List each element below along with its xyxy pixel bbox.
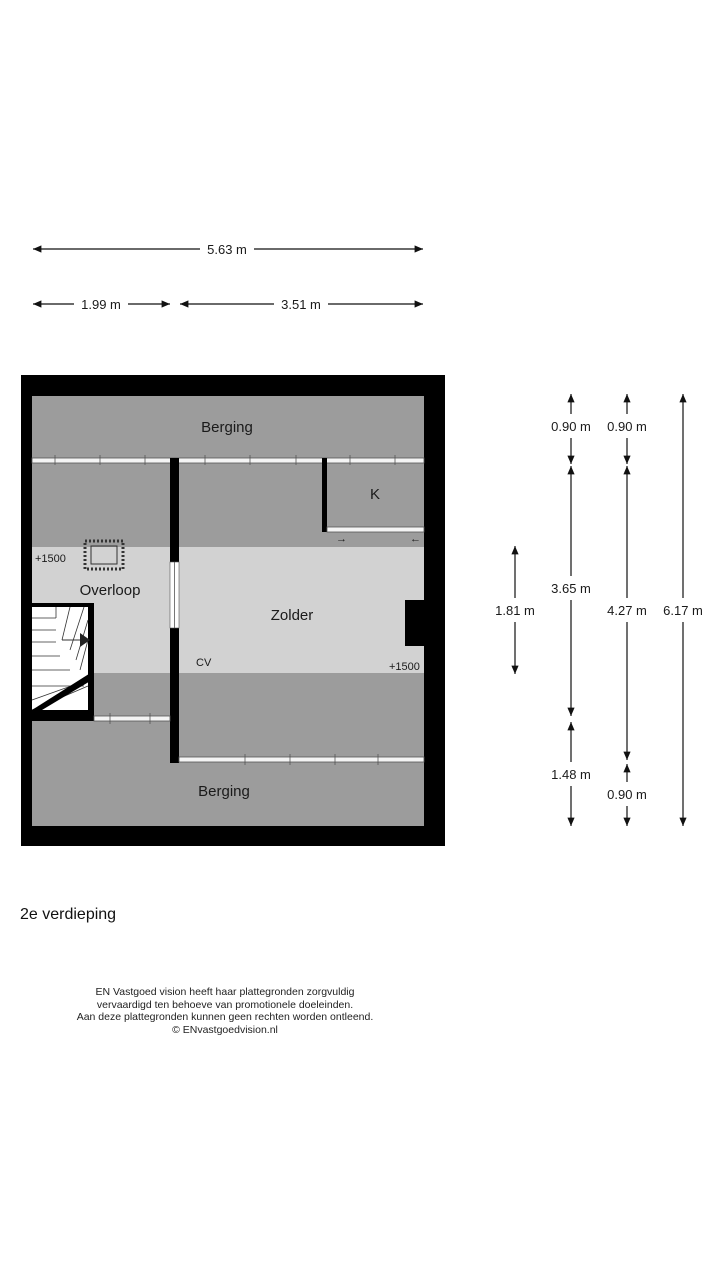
disclaimer: EN Vastgoed vision heeft haar plattegron…	[20, 986, 430, 1036]
floor-title: 2e verdieping	[20, 906, 117, 923]
dimension-column-1: 0.90 m 3.65 m 1.48 m	[551, 394, 591, 826]
full-height-area	[32, 547, 424, 673]
closet-door	[326, 526, 425, 533]
room-label-overloop: Overloop	[80, 582, 141, 599]
dimension-label: 4.27 m	[607, 603, 647, 618]
room-label-berging-bottom: Berging	[198, 783, 250, 800]
level-left: +1500	[35, 553, 66, 565]
kneewall-top	[31, 457, 425, 464]
plan-drawing: → ←	[21, 375, 445, 846]
dimension-label: 1.48 m	[551, 767, 591, 782]
room-label-zolder: Zolder	[271, 607, 314, 624]
dimension-width-right: 3.51 m	[180, 297, 423, 312]
room-label-berging-top: Berging	[201, 419, 253, 436]
stairs-arrow	[80, 633, 90, 647]
shaft	[405, 600, 427, 646]
dimension-total-width: 5.63 m	[33, 242, 423, 257]
closet-wall	[322, 458, 327, 532]
label-cv: CV	[196, 657, 212, 669]
dimension-column-3: 6.17 m	[663, 394, 703, 826]
dimension-width-left: 1.99 m	[33, 297, 170, 312]
dimension-label: 3.51 m	[281, 297, 321, 312]
dimension-label: 0.90 m	[607, 787, 647, 802]
dimension-label: 0.90 m	[607, 419, 647, 434]
disclaimer-line: vervaardigd ten behoeve van promotionele…	[96, 998, 354, 1011]
dimension-label: 0.90 m	[551, 419, 591, 434]
svg-text:→: →	[336, 533, 347, 545]
svg-text:←: ←	[410, 533, 421, 545]
disclaimer-line: Aan deze plattegronden kunnen geen recht…	[76, 1011, 374, 1023]
dimension-column-2: 0.90 m 4.27 m 0.90 m	[607, 394, 647, 826]
hatch	[83, 539, 125, 571]
dimension-label: 6.17 m	[663, 603, 703, 618]
kneewall-bottom	[178, 756, 425, 763]
dimension-label: 1.99 m	[81, 297, 121, 312]
dimension-label: 5.63 m	[207, 242, 247, 257]
dimension-label: 3.65 m	[551, 581, 591, 596]
dimension-short: 1.81 m	[495, 546, 535, 674]
disclaimer-line: EN Vastgoed vision heeft haar plattegron…	[95, 986, 355, 998]
room-label-k: K	[370, 486, 380, 503]
disclaimer-line: © ENvastgoedvision.nl	[172, 1023, 278, 1036]
level-right: +1500	[389, 661, 420, 673]
dimension-label: 1.81 m	[495, 603, 535, 618]
